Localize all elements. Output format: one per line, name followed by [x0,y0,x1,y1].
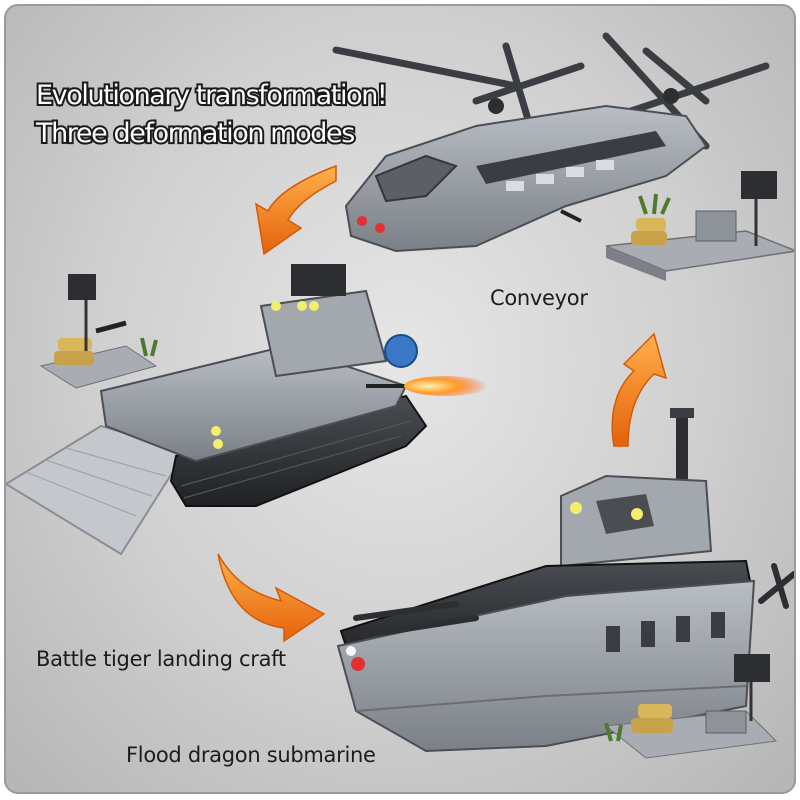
arrow-helicopter-to-landing-craft [255,164,337,256]
arrow-landing-craft-to-submarine [217,553,326,643]
rotor-hub-rear [488,98,504,114]
helicopter-light-left [357,216,367,226]
submarine-light-red [351,657,365,671]
submarine-propeller [758,563,794,609]
landing-craft-propeller [384,334,418,368]
landing-craft-diorama [39,274,158,389]
toy-scene [6,32,794,759]
rotor-hub-front [663,88,679,104]
caption-conveyor: Conveyor [490,286,588,310]
caption-submarine: Flood dragon submarine [126,743,376,767]
caption-landing-craft: Battle tiger landing craft [36,647,286,671]
helicopter-side-windows [506,160,614,191]
helicopter-stripe [476,131,666,184]
submarine-portholes [606,612,725,652]
submarine-model [336,408,794,753]
muzzle-flash [404,376,488,396]
helicopter-diorama [605,171,794,281]
helicopter-cockpit [374,154,458,203]
helicopter-gun [560,209,582,223]
helicopter-model [332,32,770,253]
arrow-submarine-to-helicopter [611,332,668,447]
submarine-diorama [604,654,778,759]
submarine-periscope [676,414,688,482]
headline-line-2: Three deformation modes [34,116,357,151]
image-frame: Evolutionary transformation! Three defor… [4,4,796,794]
headline-line-1: Evolutionary transformation! [34,78,390,113]
landing-craft-model [6,264,488,556]
landing-craft-skirt [169,394,428,507]
helicopter-light-right [375,223,385,233]
